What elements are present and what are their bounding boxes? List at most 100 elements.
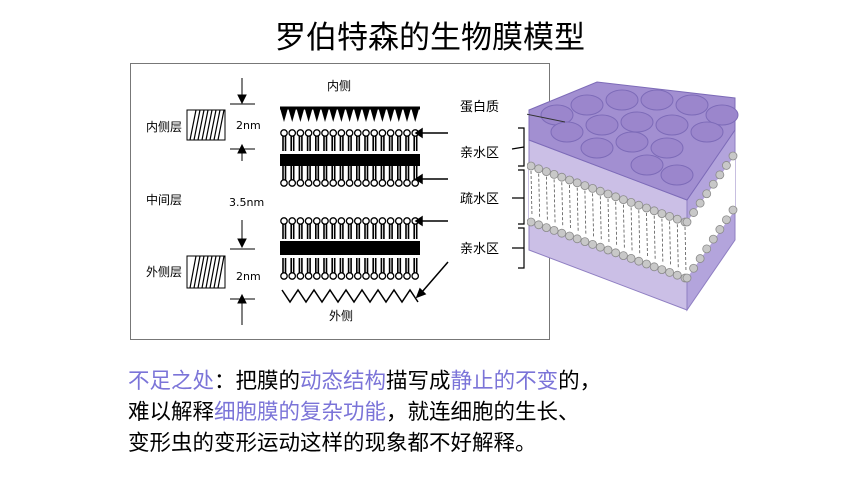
lipid-head [378, 217, 387, 225]
lipid-head-3d [595, 186, 605, 196]
lipid-head [362, 272, 370, 280]
bracket-lines [511, 127, 525, 269]
lipid-head [280, 272, 288, 280]
protein-bump [660, 164, 694, 186]
dim-top-label: 2nm [236, 119, 261, 132]
lipid-head [329, 129, 338, 137]
dim-middle-label: 3.5nm [229, 196, 265, 209]
lipid-head [329, 217, 338, 225]
protein-triangle [353, 108, 362, 122]
lipid-head [403, 217, 411, 225]
lipid-head-3d [626, 253, 636, 263]
lipid-head-3d [722, 161, 731, 170]
lipid-head [378, 272, 387, 280]
lipid-head [370, 179, 379, 187]
protein-bump [705, 104, 739, 126]
lipid-head-3d [619, 195, 628, 205]
lipid-head [337, 179, 346, 187]
lipid-head-3d [634, 200, 644, 210]
lipid-head-3d [682, 273, 692, 283]
protein-triangle [288, 108, 297, 122]
protein-bump [615, 131, 649, 153]
lipid-head [304, 217, 313, 225]
pointer-arrows [414, 127, 449, 299]
lipid-head-3d [642, 259, 651, 269]
lipid-head [296, 129, 305, 137]
lipid-head [394, 272, 403, 280]
lipid-head [321, 217, 329, 225]
lipid-head-3d [572, 178, 582, 188]
lipid-head-3d [565, 175, 574, 185]
hydrophobic-label: 疏水区 [460, 192, 500, 207]
lipid-head [296, 217, 305, 225]
protein-triangle [362, 108, 370, 122]
lipid-head-3d [702, 189, 712, 199]
protein-bump [620, 111, 654, 133]
lipid-head-3d [611, 192, 621, 202]
lipid-head [353, 129, 362, 137]
lipid-head-3d [672, 214, 682, 224]
lipid-head [312, 272, 321, 280]
highlight-static: 静止的不变 [450, 369, 559, 394]
lipid-head-3d [642, 203, 651, 213]
outer-protein-zigzag [281, 288, 419, 304]
critique-paragraph: 不足之处：把膜的动态结构描写成静止的不变的， 难以解释细胞膜的复杂功能，就连细胞… [128, 366, 788, 459]
protein-triangle [370, 108, 379, 122]
protein-triangle [304, 108, 313, 122]
lipid-head-3d [526, 217, 536, 227]
protein-triangle [411, 108, 420, 122]
lipid-head [304, 129, 313, 137]
protein-triangle [394, 108, 403, 122]
lipid-head [280, 129, 288, 137]
lipid-head [353, 179, 362, 187]
protein-triangle [329, 108, 338, 122]
protein-bump [580, 137, 614, 159]
outer-layer-hatch [186, 255, 226, 289]
lipid-head [394, 129, 403, 137]
lipid-head-3d [657, 209, 667, 219]
lipid-head-3d [634, 256, 644, 266]
lipid-head [312, 129, 321, 137]
membrane-3d-svg [466, 81, 739, 312]
lipid-head [378, 179, 387, 187]
lipid-head-3d [708, 179, 718, 189]
lipid-head [288, 129, 297, 137]
lipid-head [280, 217, 288, 225]
lipid-head-3d [557, 228, 567, 238]
inner-protein-triangles [280, 106, 420, 122]
lipid-head-3d [534, 164, 544, 174]
lipid-head [370, 217, 379, 225]
lipid-head-3d [541, 167, 551, 176]
lipid-head-3d [722, 215, 731, 225]
hydrophilic-bottom-label: 亲水区 [460, 242, 500, 257]
protein-bump [570, 94, 604, 116]
lipid-head [312, 217, 321, 225]
lipid-head [288, 179, 297, 187]
protein-triangle [345, 108, 354, 122]
lipid-head [386, 179, 395, 187]
lipid-head [337, 272, 346, 280]
lipid-head [362, 129, 370, 137]
inner-layer-hatch [186, 109, 226, 141]
protein-triangle [386, 108, 395, 122]
lipid-head-3d [557, 172, 567, 182]
lipid-head [411, 272, 420, 280]
lipid-head [345, 272, 354, 280]
lipid-head [345, 179, 354, 187]
lipid-head [411, 179, 420, 187]
outer-layer-label: 外侧层 [146, 265, 183, 279]
protein-bump [585, 114, 619, 136]
lipid-head [345, 129, 354, 137]
lipid-head-3d [665, 267, 675, 277]
lipid-head-3d [580, 237, 590, 247]
middle-layer-label: 中间层 [146, 193, 183, 207]
lipid-head [321, 179, 329, 187]
protein-bump [550, 121, 584, 143]
lipid-head [296, 272, 305, 280]
protein-triangle [280, 108, 288, 122]
lipid-head [403, 129, 411, 137]
lipid-head-3d [695, 254, 705, 263]
lipid-head [386, 129, 395, 137]
protein-triangle [378, 108, 387, 122]
hydrophobic-band [529, 155, 735, 278]
